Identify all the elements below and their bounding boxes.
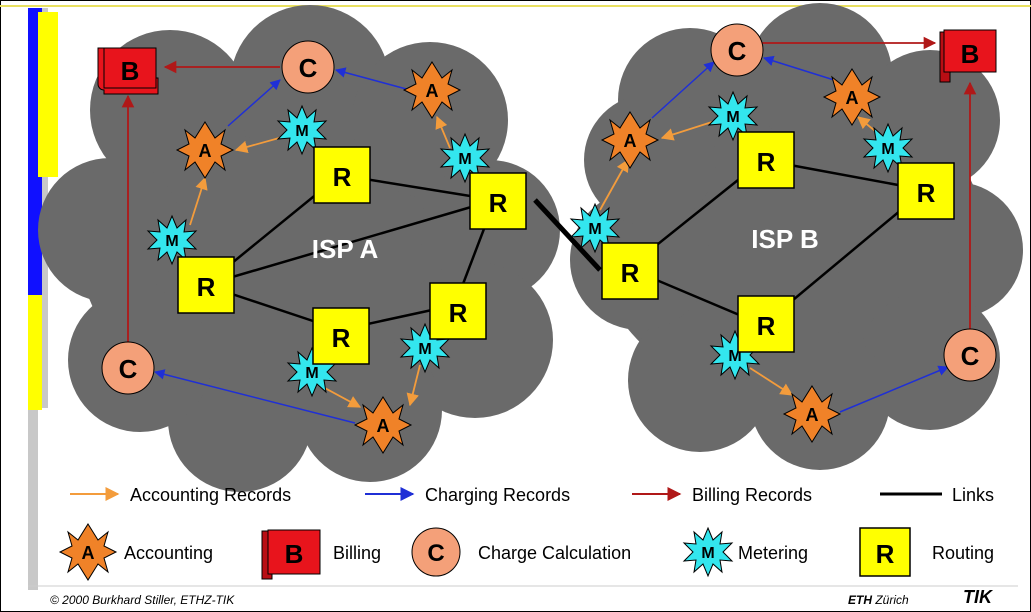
router-isp-a-3: R [177,256,235,314]
svg-text:A: A [199,141,212,161]
router-isp-a-5: R [312,307,370,365]
svg-text:TIK: TIK [963,587,994,607]
svg-text:R: R [449,298,468,328]
router-isp-b-3: R [601,242,659,300]
svg-text:R: R [489,188,508,218]
router-isp-a-1: R [313,146,371,204]
charge-node-isp-b-top: C [710,23,764,77]
svg-text:M: M [726,109,739,126]
charge-node-isp-a-bottom: C [101,341,155,395]
billing-node-isp-a: B [97,47,159,95]
eth-zurich: ETH Zürich [848,593,909,607]
router-isp-a-2: R [469,172,527,230]
svg-text:Metering: Metering [738,543,808,563]
svg-text:B: B [121,56,140,86]
svg-text:A: A [624,131,637,151]
isp-b-label: ISP B [751,224,818,254]
svg-text:A: A [377,416,390,436]
svg-text:R: R [621,258,640,288]
accounting-node-isp-a-bottom: A [353,396,413,454]
svg-text:M: M [165,233,178,250]
svg-text:C: C [427,540,444,567]
svg-text:A: A [806,405,819,425]
svg-text:Accounting: Accounting [124,543,213,563]
svg-text:A: A [426,81,439,101]
svg-text:C: C [728,36,747,66]
svg-text:M: M [881,141,894,158]
accounting-node-isp-a-left: A [175,121,235,179]
router-isp-b-1: R [737,131,795,189]
accounting-node-isp-b-bottom: A [782,385,842,443]
svg-text:M: M [588,221,601,238]
svg-text:R: R [917,178,936,208]
billing-node-isp-b: B [939,29,997,83]
svg-text:M: M [295,123,308,140]
svg-text:Links: Links [952,485,994,505]
legend-metering: M Metering [682,526,808,578]
tik-logo: TIK [963,587,994,607]
accounting-node-isp-b-left: A [600,111,660,169]
left-decoration [28,8,58,590]
svg-text:Accounting Records: Accounting Records [130,485,291,505]
metering-node-isp-b-1: M [569,202,621,254]
svg-text:B: B [961,39,980,69]
svg-text:R: R [876,539,895,569]
legend-charging-records: Charging Records [365,485,570,505]
accounting-node-isp-a-top: A [402,61,462,119]
svg-text:R: R [333,162,352,192]
legend-routing: R Routing [859,527,994,577]
svg-text:Billing: Billing [333,543,381,563]
svg-text:Billing Records: Billing Records [692,485,812,505]
svg-text:C: C [119,354,138,384]
svg-text:R: R [757,147,776,177]
charging-record-arrows [153,55,949,424]
svg-text:M: M [418,341,431,358]
svg-text:B: B [285,539,304,569]
svg-text:M: M [305,365,318,382]
legend-accounting: A Accounting [58,523,213,581]
copyright: © 2000 Burkhard Stiller, ETHZ-TIK [50,593,235,607]
accounting-node-isp-b-top: A [822,68,882,126]
charge-node-isp-a-top: C [281,40,335,94]
metering-node-isp-a-2: M [146,214,198,266]
legend-links: Links [880,485,994,505]
legend-billing-records: Billing Records [632,485,812,505]
legend-charge-calculation: C Charge Calculation [411,527,631,577]
legend-flows: Accounting Records Charging Records Bill… [70,485,994,505]
isp-a-label: ISP A [312,234,379,264]
legend-nodes: A Accounting B Billing C Charge Calculat… [58,523,994,581]
billing-record-arrows [121,36,977,343]
svg-text:A: A [82,543,95,563]
router-isp-a-4: R [429,282,487,340]
router-isp-b-4: R [737,295,795,353]
legend-billing: B Billing [261,529,381,580]
svg-text:R: R [757,311,776,341]
metering-node-isp-a-3: M [439,132,491,184]
svg-text:C: C [299,53,318,83]
svg-text:M: M [701,545,714,562]
charge-node-isp-b-bottom: C [943,328,997,382]
svg-text:R: R [332,323,351,353]
svg-text:R: R [197,272,216,302]
svg-text:M: M [458,151,471,168]
metering-node-isp-b-3: M [862,122,914,174]
metering-node-isp-b-2: M [707,90,759,142]
svg-text:Routing: Routing [932,543,994,563]
legend-accounting-records: Accounting Records [70,485,291,505]
svg-text:Charging Records: Charging Records [425,485,570,505]
svg-text:A: A [846,88,859,108]
svg-text:Charge Calculation: Charge Calculation [478,543,631,563]
svg-text:C: C [961,341,980,371]
metering-node-isp-a-1: M [276,104,328,156]
router-isp-b-2: R [897,162,955,220]
